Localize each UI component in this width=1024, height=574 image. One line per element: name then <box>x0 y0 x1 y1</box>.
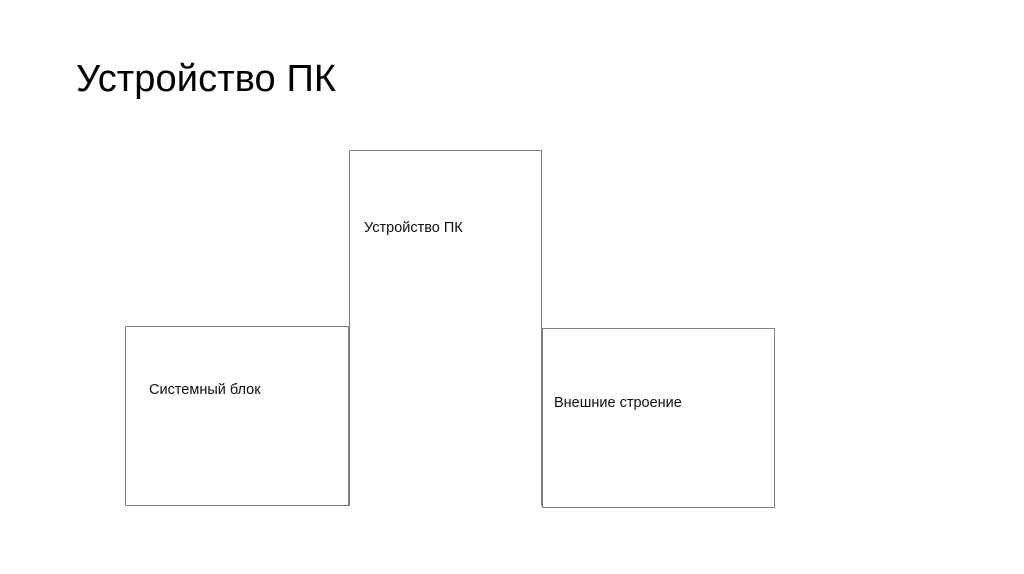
diagram-node-child-1-label: Системный блок <box>149 382 261 398</box>
diagram-node-child-1[interactable] <box>125 326 349 506</box>
diagram-node-root-label: Устройство ПК <box>364 220 463 236</box>
diagram-node-child-2-label: Внешние строение <box>554 395 682 411</box>
page-title: Устройство ПК <box>76 58 337 100</box>
diagram-node-root[interactable] <box>349 150 542 506</box>
diagram-node-child-2[interactable] <box>542 328 775 508</box>
